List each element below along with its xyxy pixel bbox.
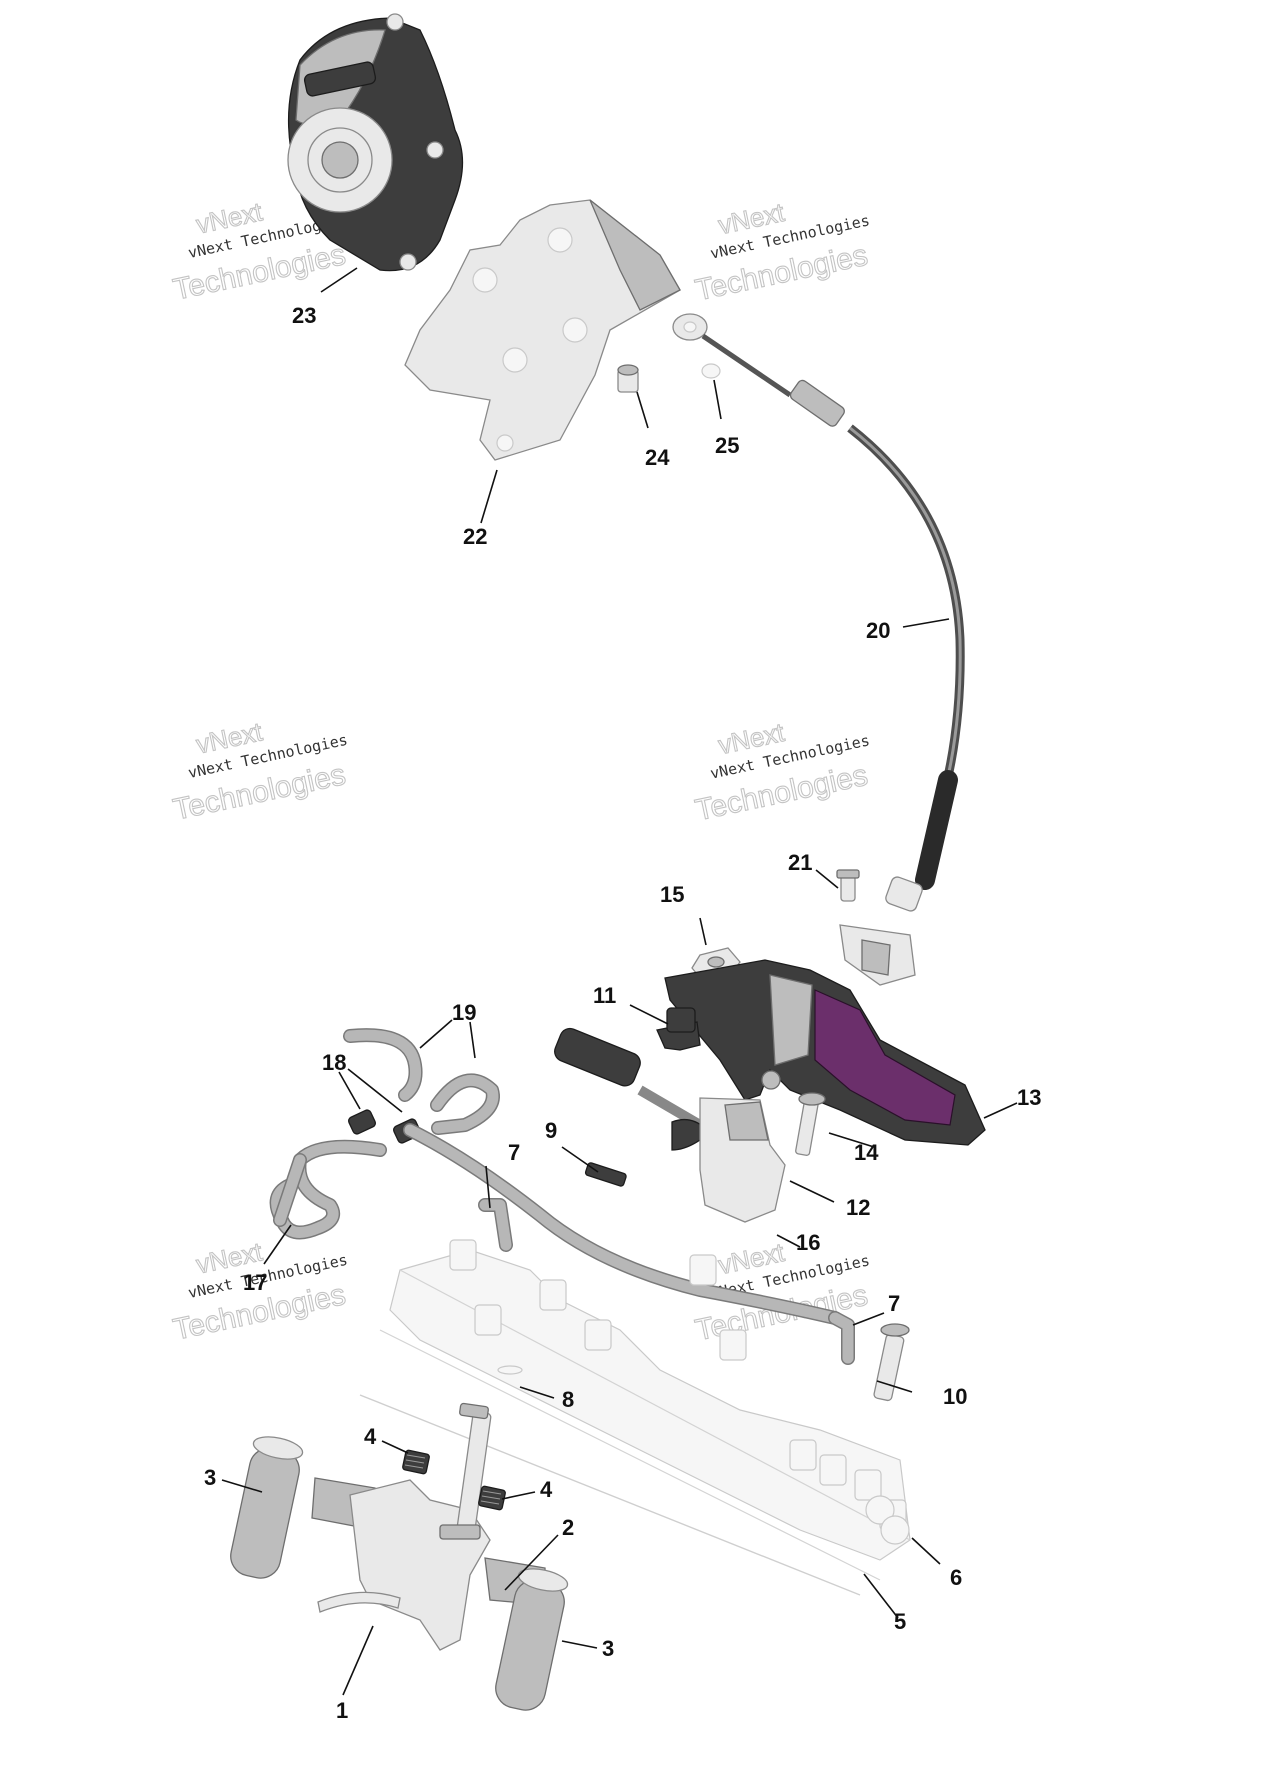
callout-7-upper: 7 [508,1140,520,1165]
cable-clamp [839,924,916,986]
callout-25: 25 [715,433,739,458]
callout-21: 21 [788,850,812,875]
part-21-bolt [836,869,860,902]
part-8-pin [497,1365,523,1375]
part-7-fitting-upper [478,1198,513,1252]
part-10-long-bolt [873,1323,910,1402]
callout-1: 1 [336,1698,348,1723]
part-4-spring-right [478,1485,506,1511]
part-17-hose [269,1139,387,1240]
part-20-cable [672,313,965,912]
watermark-mid-left: vNext vNext Technologies Technologies [170,716,349,828]
part-3-sleeve-right [495,1568,569,1711]
part-23-actuator-motor [287,13,464,272]
part-9-set-screw [584,1162,627,1187]
part-6-bushings [865,1495,910,1545]
callout-12: 12 [846,1195,870,1220]
part-25-washer [701,363,721,379]
leader-lines [221,267,1018,1696]
part-13-shift-actuator [664,959,986,1146]
part-16-hose [403,1123,842,1325]
part-7-fitting-lower [828,1311,855,1365]
callout-17: 17 [243,1270,267,1295]
callout-23: 23 [292,303,316,328]
callout-8: 8 [562,1387,574,1412]
callout-18: 18 [322,1050,346,1075]
callout-5: 5 [894,1609,906,1634]
actuator-accent-panel [814,989,956,1126]
callout-24: 24 [645,445,670,470]
callout-15: 15 [660,882,684,907]
callout-6: 6 [950,1565,962,1590]
watermark-mid-right: vNext vNext Technologies Technologies [692,716,871,828]
callout-14: 14 [854,1140,879,1165]
callout-22: 22 [463,524,487,549]
callout-3-right: 3 [602,1636,614,1661]
callout-labels: 1 2 3 3 4 4 5 6 7 7 8 9 10 11 12 13 14 1… [204,303,1041,1723]
part-19-hoses [343,1028,500,1135]
callout-11: 11 [593,983,616,1008]
part-24-stud [617,364,639,393]
part-4-spring-left [402,1449,430,1475]
part-11-plug [656,1007,701,1051]
callout-16: 16 [796,1230,820,1255]
callout-2: 2 [562,1515,574,1540]
callout-4-right: 4 [540,1477,553,1502]
callout-9: 9 [545,1118,557,1143]
callout-3-left: 3 [204,1465,216,1490]
watermark-top-right: vNext vNext Technologies Technologies [692,196,871,308]
part-2-fork-assembly [311,1402,546,1651]
part-22-mounting-bracket [404,199,681,461]
part-14-bolt [795,1092,826,1156]
callout-19: 19 [452,1000,476,1025]
part-3-sleeve-left [230,1436,304,1579]
callout-10: 10 [943,1384,967,1409]
part-5-manifold-block [359,1239,911,1596]
callout-4-left: 4 [364,1424,377,1449]
callout-13: 13 [1017,1085,1041,1110]
callout-20: 20 [866,618,890,643]
part-12-position-sensor [554,1027,786,1223]
callout-7-lower: 7 [888,1291,900,1316]
part-1-fork-shoe [317,1591,401,1613]
